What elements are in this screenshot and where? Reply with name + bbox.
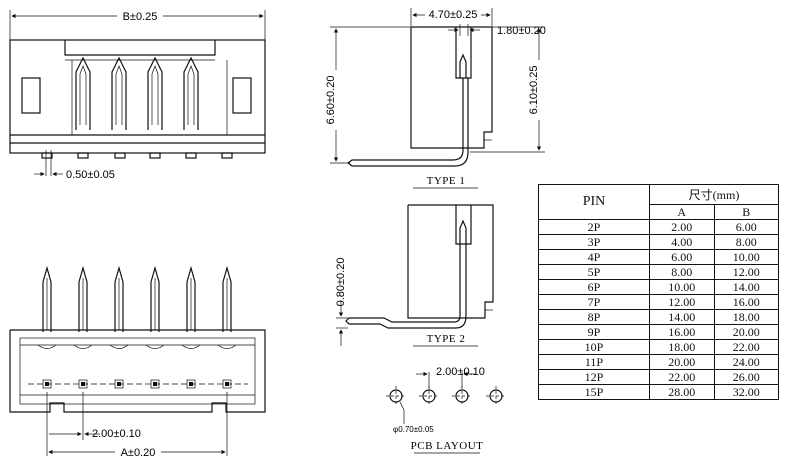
height-total-label: 6.60±0.20 <box>325 76 337 125</box>
cell-b: 26.00 <box>713 369 779 385</box>
pcb-hole <box>386 386 406 406</box>
cell-a: 14.00 <box>649 309 715 325</box>
cell-pin: 10P <box>538 339 650 355</box>
cell-a: 22.00 <box>649 369 715 385</box>
cell-b: 24.00 <box>713 354 779 370</box>
cell-pin: 9P <box>538 324 650 340</box>
pcb-holes <box>386 386 506 406</box>
size-header: 尺寸(mm) <box>649 184 779 205</box>
cell-pin: 8P <box>538 309 650 325</box>
cell-pin: 15P <box>538 384 650 400</box>
bottom-pin <box>73 265 93 389</box>
pcb-hole <box>419 386 439 406</box>
cell-b: 22.00 <box>713 339 779 355</box>
cell-b: 32.00 <box>713 384 779 400</box>
cell-pin: 5P <box>538 264 650 280</box>
cell-pin: 2P <box>538 219 650 235</box>
col-b-header: B <box>713 204 779 220</box>
pin-header: PIN <box>538 184 650 220</box>
cell-a: 20.00 <box>649 354 715 370</box>
cell-a: 8.00 <box>649 264 715 280</box>
bottom-pin <box>217 265 237 389</box>
front-contact <box>75 56 91 130</box>
pcb-hole <box>486 386 506 406</box>
bottom-pin <box>181 265 201 389</box>
cell-a: 6.00 <box>649 249 715 265</box>
cell-a: 16.00 <box>649 324 715 340</box>
cell-a: 12.00 <box>649 294 715 310</box>
cell-pin: 12P <box>538 369 650 385</box>
front-view: B±0.25 0.50±0.05 <box>9 9 266 181</box>
cell-b: 20.00 <box>713 324 779 340</box>
side-view-type2: 0.80±0.20 TYPE 2 <box>335 204 494 347</box>
cell-b: 16.00 <box>713 294 779 310</box>
cell-b: 10.00 <box>713 249 779 265</box>
front-contact <box>147 56 163 130</box>
cell-b: 8.00 <box>713 234 779 250</box>
front-contact <box>111 56 127 130</box>
col-a-header: A <box>649 204 715 220</box>
depth-label: 4.70±0.25 <box>429 9 478 21</box>
pin-width-label: 0.50±0.05 <box>66 169 115 181</box>
cell-pin: 11P <box>538 354 650 370</box>
bottom-view: 2.00±0.10 A±0.20 <box>9 329 266 459</box>
pcb-layout-label: PCB LAYOUT <box>411 440 484 452</box>
hole-dia-label: φ0.70±0.05 <box>393 425 434 434</box>
cell-b: 12.00 <box>713 264 779 280</box>
cell-pin: 7P <box>538 294 650 310</box>
cell-a: 4.00 <box>649 234 715 250</box>
cell-pin: 4P <box>538 249 650 265</box>
cell-a: 18.00 <box>649 339 715 355</box>
bottom-pins <box>37 265 237 389</box>
bottom-pin <box>109 265 129 389</box>
cell-b: 18.00 <box>713 309 779 325</box>
front-pins <box>71 56 228 135</box>
type1-label: TYPE 1 <box>427 175 466 187</box>
bottom-pin <box>145 265 165 389</box>
cell-a: 28.00 <box>649 384 715 400</box>
slot-label: 1.80±0.20 <box>497 25 546 37</box>
pitch-top-label: 2.00±0.10 <box>92 428 141 440</box>
cell-b: 6.00 <box>713 219 779 235</box>
cell-pin: 3P <box>538 234 650 250</box>
cell-a: 10.00 <box>649 279 715 295</box>
cell-b: 14.00 <box>713 279 779 295</box>
pcb-layout: 2.00±0.10 φ0.70±0.05 PCB LAYOUT <box>393 366 485 454</box>
bottom-pin <box>37 265 57 389</box>
cell-a: 2.00 <box>649 219 715 235</box>
pitch-pcb-label: 2.00±0.10 <box>436 366 485 378</box>
type2-label: TYPE 2 <box>427 333 466 345</box>
pcb-hole <box>452 386 472 406</box>
b-width-label: B±0.25 <box>123 11 158 23</box>
cell-pin: 6P <box>538 279 650 295</box>
side-view-type1: 4.70±0.25 1.80±0.20 6.60±0.20 6.10±0.25 … <box>323 7 546 189</box>
front-contact <box>183 56 199 130</box>
a-width-label: A±0.20 <box>121 447 156 459</box>
height-body-label: 6.10±0.25 <box>528 66 540 115</box>
offset-type2-label: 0.80±0.20 <box>335 258 347 307</box>
